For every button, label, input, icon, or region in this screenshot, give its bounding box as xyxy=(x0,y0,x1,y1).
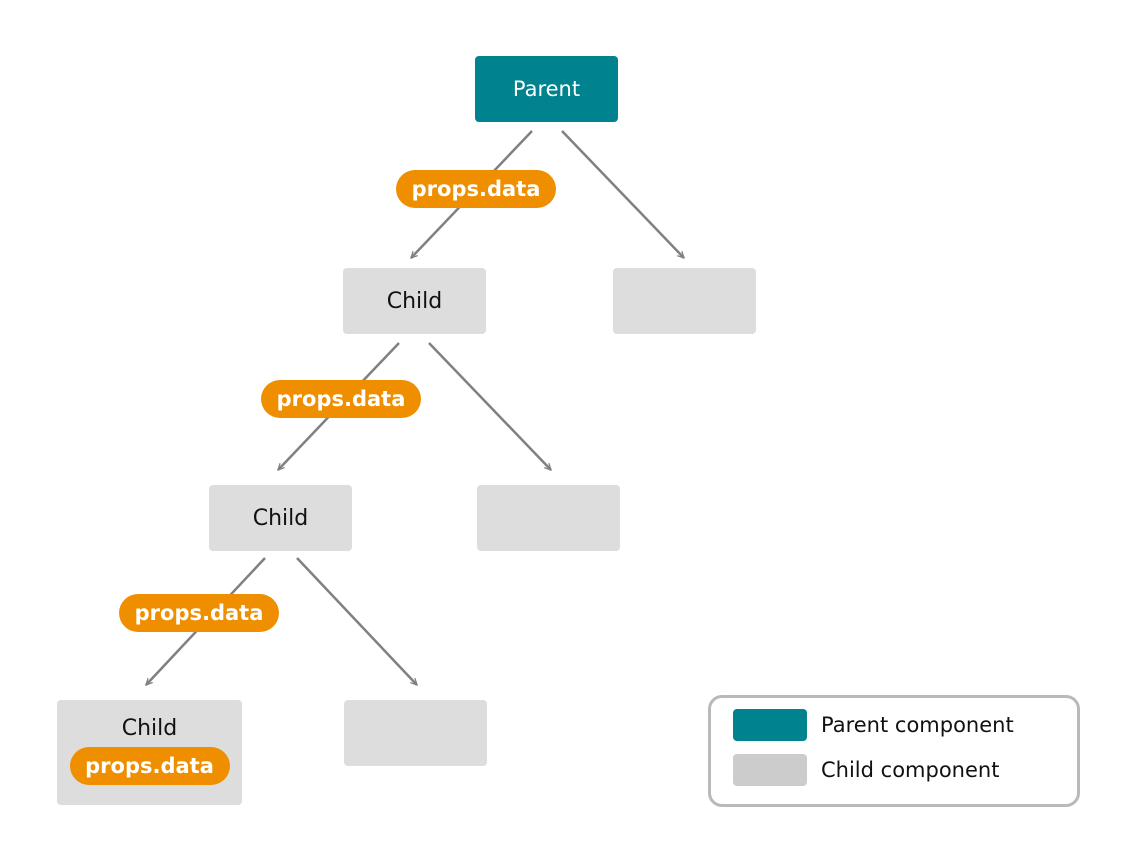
child-node-level2: Child xyxy=(209,485,352,551)
props-pill-level1: props.data xyxy=(396,170,556,208)
legend-label-parent: Parent component xyxy=(821,713,1014,737)
legend-swatch-child xyxy=(733,754,807,786)
child-node-label: Child xyxy=(252,505,309,531)
parent-node: Parent xyxy=(475,56,618,122)
legend: Parent component Child component xyxy=(708,695,1080,807)
legend-swatch-parent xyxy=(733,709,807,741)
legend-item-parent: Parent component xyxy=(733,709,1014,741)
legend-item-child: Child component xyxy=(733,754,999,786)
edge-parent-to-empty1 xyxy=(561,130,684,258)
child-node-level1: Child xyxy=(343,268,486,334)
edge-child1-to-empty2 xyxy=(428,342,551,470)
empty-child-node-level2 xyxy=(477,485,620,551)
parent-node-label: Parent xyxy=(512,77,581,101)
child-node-label: Child xyxy=(386,288,443,314)
legend-label-child: Child component xyxy=(821,758,1000,782)
props-pill-level2: props.data xyxy=(261,380,421,418)
received-props-pill: props.data xyxy=(69,747,230,785)
edge-child2-to-empty3 xyxy=(296,557,417,685)
empty-child-node-level1 xyxy=(613,268,756,334)
child-node-label: Child xyxy=(121,716,178,741)
child-node-level3: Child props.data xyxy=(57,700,242,805)
empty-child-node-level3 xyxy=(344,700,487,766)
props-pill-level3: props.data xyxy=(119,594,279,632)
